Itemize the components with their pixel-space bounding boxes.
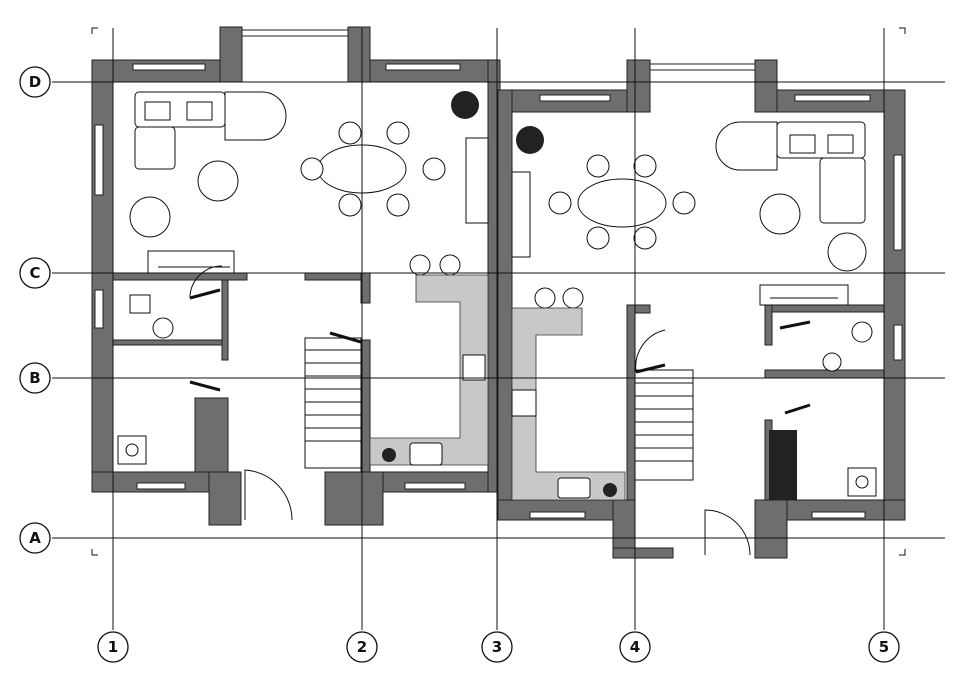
coffee-table (197, 160, 239, 202)
armchair (224, 91, 287, 141)
grid-label: 3 (492, 638, 502, 656)
tv-console (147, 250, 235, 274)
grid-lines (52, 28, 945, 630)
grid-col-label-2: 2 (346, 631, 378, 663)
staircase (634, 369, 694, 481)
grid-col-label-5: 5 (868, 631, 900, 663)
grid-label: D (29, 73, 41, 91)
grid-row-label-d: D (19, 66, 51, 98)
boiler (117, 435, 147, 465)
grid-row-label-c: C (19, 257, 51, 289)
staircase (304, 337, 362, 469)
grid-label: 4 (630, 638, 640, 656)
right-unit-furniture (511, 121, 877, 556)
plant-icon (516, 126, 544, 154)
grid-row-label-b: B (19, 362, 51, 394)
stove-burner-icon (382, 448, 396, 462)
grid-row-label-a: A (19, 522, 51, 554)
grid-label: 1 (108, 638, 118, 656)
right-unit-walls (497, 59, 906, 559)
grid-col-label-3: 3 (481, 631, 513, 663)
grid-label: 5 (879, 638, 889, 656)
grid-col-label-1: 1 (97, 631, 129, 663)
grid-label: B (29, 369, 40, 387)
sink (409, 442, 443, 466)
boiler (847, 467, 877, 497)
stove-burner-icon (603, 483, 617, 497)
grid-label: C (29, 264, 40, 282)
grid-label: A (29, 529, 41, 547)
left-unit-furniture (117, 91, 489, 521)
grid-col-label-4: 4 (619, 631, 651, 663)
grid-label: 2 (357, 638, 367, 656)
corner-marks (91, 27, 906, 556)
plant-icon (451, 91, 479, 119)
dining-table (577, 178, 667, 228)
